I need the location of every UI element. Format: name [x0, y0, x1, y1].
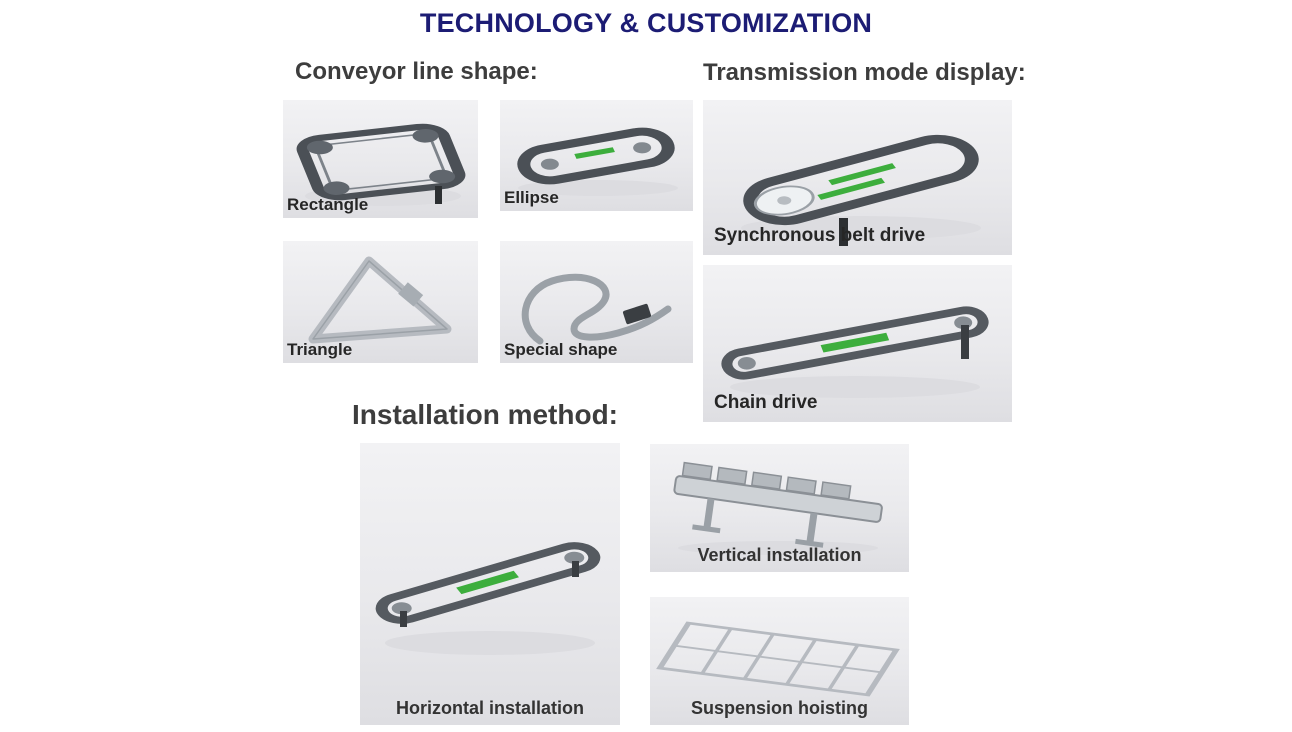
suspension-hoisting-label: Suspension hoisting: [690, 698, 868, 718]
vertical-installation-image: [673, 461, 883, 555]
synchronous-belt-drive-image: [741, 134, 981, 246]
rectangle-shape-tile: Rectangle: [283, 100, 478, 218]
transmission-mode-heading: Transmission mode display:: [703, 59, 1026, 86]
vertical-installation-tile: Vertical installation: [650, 444, 909, 572]
chain-drive-image: [721, 306, 989, 398]
vertical-installation-label: Vertical installation: [697, 545, 862, 565]
chain-drive-label: Chain drive: [714, 392, 818, 413]
suspension-hoisting-tile: Suspension hoisting: [650, 597, 909, 725]
suspension-hoisting-image: [656, 621, 900, 697]
special-shape-conveyor-image: [521, 273, 672, 345]
installation-method-heading: Installation method:: [352, 399, 618, 430]
triangle-conveyor-image: [308, 256, 452, 344]
rectangle-conveyor-image: [296, 123, 466, 206]
ellipse-conveyor-image: [517, 127, 678, 196]
rectangle-shape-label: Rectangle: [287, 195, 369, 214]
chain-drive-tile: Chain drive: [703, 265, 1012, 422]
synchronous-belt-drive-label: Synchronous belt drive: [714, 225, 926, 246]
triangle-shape-tile: Triangle: [283, 241, 478, 363]
horizontal-installation-label: Horizontal installation: [395, 698, 584, 718]
horizontal-installation-image: [375, 542, 601, 655]
synchronous-belt-drive-tile: Synchronous belt drive: [703, 100, 1012, 255]
page-title: TECHNOLOGY & CUSTOMIZATION: [419, 8, 873, 38]
horizontal-installation-tile: Horizontal installation: [360, 443, 620, 725]
triangle-shape-label: Triangle: [287, 340, 353, 359]
ellipse-shape-tile: Ellipse: [500, 100, 693, 211]
special-shape-tile: Special shape: [500, 241, 693, 363]
special-shape-label: Special shape: [504, 340, 618, 359]
conveyor-line-shape-heading: Conveyor line shape:: [295, 58, 538, 85]
ellipse-shape-label: Ellipse: [504, 188, 559, 207]
